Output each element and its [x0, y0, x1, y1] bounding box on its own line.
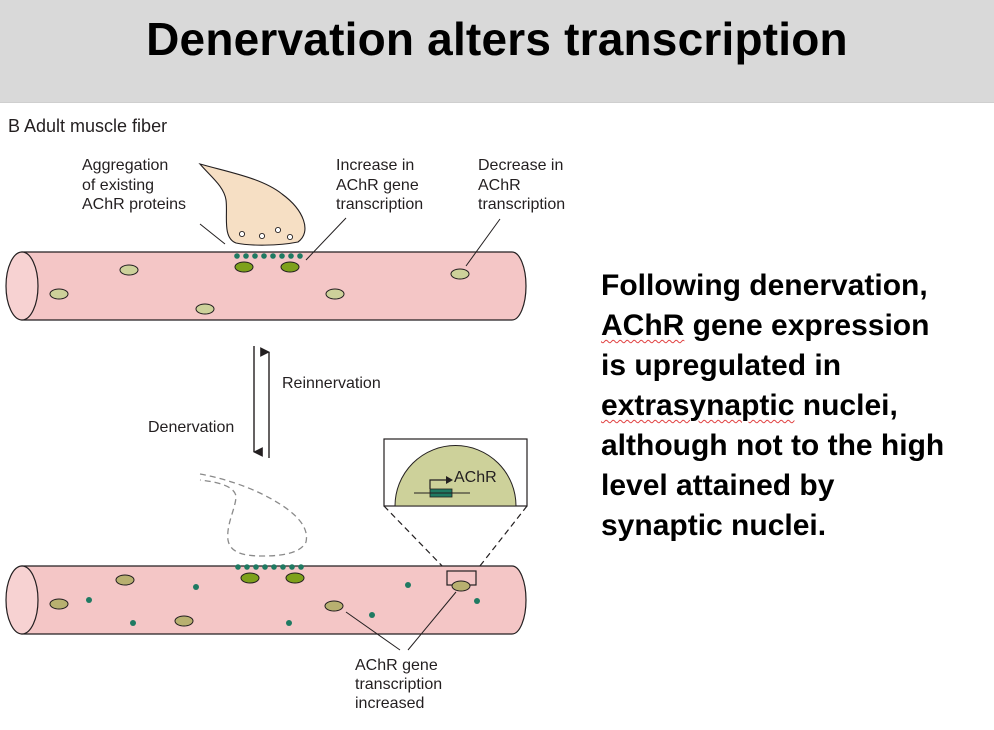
leader-line	[305, 217, 347, 261]
extrasynaptic-achr	[86, 582, 480, 626]
text-line: AChR gene expression	[601, 309, 930, 342]
fiber-body	[21, 251, 527, 321]
retracted-terminal	[199, 473, 308, 557]
svg-text:Aggregation: Aggregation	[82, 157, 168, 174]
denervation-label: Denervation	[148, 419, 234, 436]
nucleus	[119, 264, 139, 276]
fiber-body	[21, 565, 527, 635]
achr-cluster	[234, 253, 303, 259]
inset-nucleus-zoom: AChR	[383, 438, 528, 572]
zoom-line	[475, 505, 528, 572]
nucleus	[195, 303, 215, 315]
denervation-diagram: B Adult muscle fiber Aggregation of exis…	[5, 116, 565, 712]
nucleus	[115, 574, 135, 586]
transcription-arrow	[429, 479, 446, 489]
innervated-fiber	[5, 251, 527, 321]
text-line: although not to the high	[601, 429, 945, 462]
leader-line	[465, 218, 501, 267]
label-increased: AChR gene transcription increased	[355, 657, 442, 712]
inset-gene-label: AChR	[454, 469, 497, 486]
synaptic-nucleus	[285, 572, 305, 584]
svg-text:Decrease in: Decrease in	[478, 157, 563, 174]
nucleus	[451, 580, 471, 592]
svg-text:transcription: transcription	[336, 196, 423, 213]
label-aggregation: Aggregation of existing AChR proteins	[82, 157, 186, 213]
nerve-terminal	[198, 162, 306, 246]
slide-title: Denervation alters transcription	[146, 13, 848, 65]
svg-text:of existing: of existing	[82, 177, 154, 194]
text-line: synaptic nuclei.	[601, 509, 827, 542]
label-increase: Increase in AChR gene transcription	[336, 157, 423, 213]
text-line: Following denervation,	[601, 269, 928, 302]
nucleus	[450, 268, 470, 280]
svg-text:AChR gene: AChR gene	[336, 177, 419, 194]
svg-text:AChR proteins: AChR proteins	[82, 196, 186, 213]
panel-label: B Adult muscle fiber	[8, 116, 167, 136]
nucleus	[174, 615, 194, 627]
text-line: is upregulated in	[601, 349, 842, 382]
text-line: level attained by	[601, 469, 835, 502]
spellcheck-flag: extrasynaptic	[601, 389, 795, 422]
label-decrease: Decrease in AChR transcription	[478, 157, 565, 213]
svg-text:transcription: transcription	[478, 196, 565, 213]
svg-text:Increase in: Increase in	[336, 157, 414, 174]
achr-cluster	[235, 564, 304, 570]
fiber-left-end	[5, 565, 39, 635]
spellcheck-flag: AChR	[601, 309, 685, 342]
leader-line	[407, 591, 457, 651]
explanation-text: Following denervation, AChR gene express…	[601, 266, 991, 546]
nucleus	[325, 288, 345, 300]
leader-line	[345, 611, 401, 651]
fiber-left-end	[5, 251, 39, 321]
reinnervation-label: Reinnervation	[282, 375, 381, 392]
nucleus	[49, 598, 69, 610]
denervated-fiber	[5, 564, 527, 635]
svg-text:AChR gene: AChR gene	[355, 657, 438, 674]
leader-line	[199, 223, 226, 245]
nucleus	[324, 600, 344, 612]
title-bar: Denervation alters transcription	[0, 0, 994, 103]
svg-text:increased: increased	[355, 695, 424, 712]
zoom-line	[383, 505, 448, 572]
synaptic-nucleus	[280, 261, 300, 273]
nucleus	[49, 288, 69, 300]
svg-text:transcription: transcription	[355, 676, 442, 693]
text-line: extrasynaptic nuclei,	[601, 389, 898, 422]
synaptic-nucleus	[240, 572, 260, 584]
svg-text:AChR: AChR	[478, 177, 521, 194]
synaptic-nucleus	[234, 261, 254, 273]
